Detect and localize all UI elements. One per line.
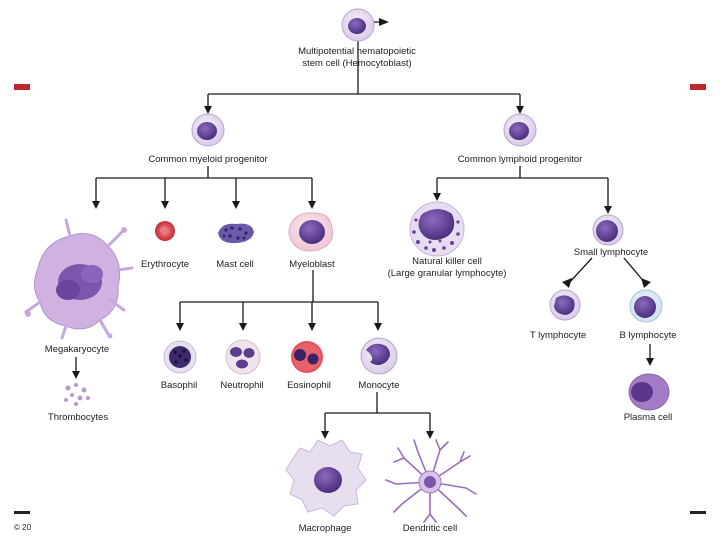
neutrophil-label: Neutrophil xyxy=(220,380,263,391)
erythrocyte-icon xyxy=(155,221,175,241)
monocyte-icon xyxy=(360,337,398,375)
connector-lines xyxy=(72,18,654,439)
stem-cell-label-line2: stem cell (Hemocytoblast) xyxy=(302,58,411,69)
stem-cell-icon xyxy=(341,8,375,42)
lymphoid-progenitor-label: Common lymphoid progenitor xyxy=(458,154,583,165)
megakaryocyte-icon xyxy=(24,218,134,340)
mast-cell-icon xyxy=(218,223,254,244)
thrombocytes-icon xyxy=(64,383,90,406)
myeloblast-label: Myeloblast xyxy=(289,259,335,270)
myeloblast-icon xyxy=(288,212,334,252)
slide-rule-right xyxy=(690,511,706,514)
stem-cell-label-line1: Multipotential hematopoietic xyxy=(298,46,416,57)
nk-cell-label-line1: Natural killer cell xyxy=(412,256,482,267)
plasma-cell-label: Plasma cell xyxy=(624,412,673,423)
plasma-cell-icon xyxy=(628,373,670,411)
slide-accent-right xyxy=(690,84,706,90)
myeloid-progenitor-icon xyxy=(191,113,225,147)
macrophage-icon xyxy=(285,439,367,517)
dendritic-cell-icon xyxy=(385,439,477,523)
mast-cell-label: Mast cell xyxy=(216,259,253,270)
basophil-label: Basophil xyxy=(161,380,197,391)
copyright-text: © 20 xyxy=(14,523,32,532)
b-lymphocyte-icon xyxy=(629,289,663,323)
t-lymphocyte-label: T lymphocyte xyxy=(530,330,586,341)
slide-accent-left xyxy=(14,84,30,90)
b-lymphocyte-label: B lymphocyte xyxy=(619,330,676,341)
lymphoid-progenitor-icon xyxy=(503,113,537,147)
dendritic-cell-label: Dendritic cell xyxy=(403,523,457,534)
neutrophil-icon xyxy=(225,339,261,375)
monocyte-label: Monocyte xyxy=(358,380,399,391)
thrombocytes-label: Thrombocytes xyxy=(48,412,108,423)
megakaryocyte-label: Megakaryocyte xyxy=(45,344,109,355)
nk-cell-icon xyxy=(409,201,465,257)
basophil-icon xyxy=(163,340,197,374)
slide-rule-left xyxy=(14,511,30,514)
eosinophil-icon xyxy=(291,341,323,373)
myeloid-progenitor-label: Common myeloid progenitor xyxy=(148,154,267,165)
erythrocyte-label: Erythrocyte xyxy=(141,259,189,270)
nk-cell-label-line2: (Large granular lymphocyte) xyxy=(388,268,507,279)
eosinophil-label: Eosinophil xyxy=(287,380,331,391)
macrophage-label: Macrophage xyxy=(299,523,352,534)
small-lymphocyte-icon xyxy=(592,214,624,246)
small-lymphocyte-label: Small lymphocyte xyxy=(574,247,648,258)
t-lymphocyte-icon xyxy=(549,289,581,321)
